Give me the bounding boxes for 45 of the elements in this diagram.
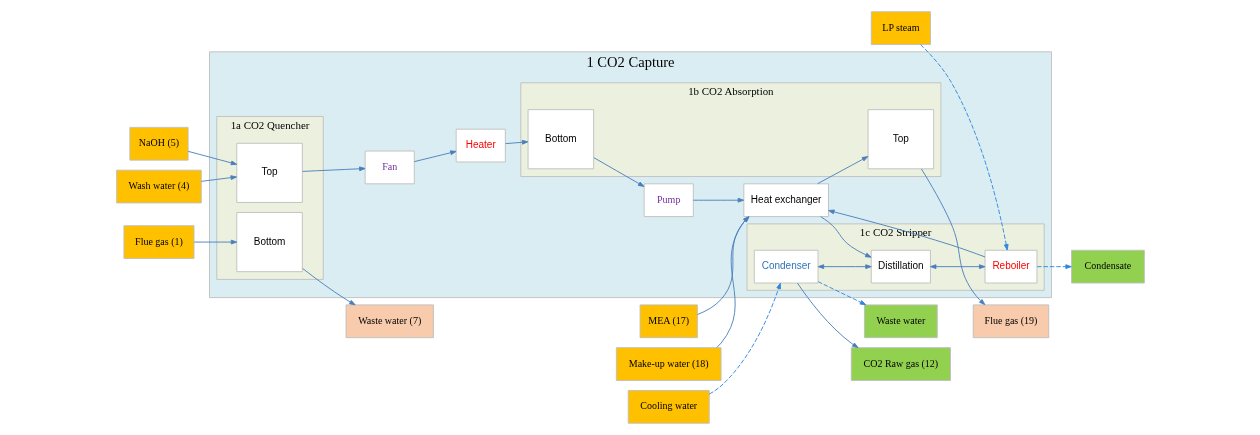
node-box: LP steam bbox=[870, 11, 931, 45]
arrow bbox=[301, 166, 365, 172]
arrow bbox=[716, 216, 749, 348]
arrow bbox=[816, 156, 868, 185]
node-box: Top bbox=[867, 109, 934, 170]
node-box: Heat exchanger bbox=[742, 183, 829, 218]
node-box: Bottom bbox=[527, 109, 594, 170]
arrow bbox=[817, 281, 866, 306]
arrow bbox=[819, 216, 871, 258]
node-box: MEA (17) bbox=[639, 304, 698, 339]
node-box: Cooling water bbox=[627, 390, 710, 424]
arrow bbox=[929, 264, 985, 270]
node-box: Wash water (4) bbox=[115, 169, 202, 204]
node-box: NaOH (5) bbox=[128, 126, 189, 161]
arrow bbox=[413, 150, 456, 163]
arrow bbox=[504, 139, 528, 145]
node-box: Reboiler bbox=[984, 249, 1037, 284]
node-box: CO2 Raw gas (12) bbox=[850, 347, 951, 381]
arrow bbox=[301, 268, 356, 306]
arrow bbox=[920, 168, 985, 306]
arrow bbox=[200, 175, 237, 182]
arrow bbox=[193, 239, 237, 245]
arrow bbox=[696, 216, 749, 315]
node-box: Bottom bbox=[235, 212, 303, 273]
node-box: Pump bbox=[643, 183, 694, 218]
node-box: Condensate bbox=[1070, 249, 1145, 284]
arrow bbox=[1036, 264, 1072, 270]
arrow bbox=[827, 209, 985, 258]
arrow bbox=[187, 150, 237, 166]
node-box: Waste water (7) bbox=[345, 304, 434, 339]
node-box: Flue gas (1) bbox=[122, 225, 194, 259]
arrow bbox=[592, 157, 644, 187]
node-box: Heater bbox=[455, 128, 506, 163]
node-box: Make-up water (18) bbox=[615, 347, 722, 381]
node-box: Distillation bbox=[870, 249, 931, 284]
node-box: Flue gas (19) bbox=[972, 304, 1049, 339]
arrow bbox=[817, 264, 872, 270]
arrow bbox=[708, 282, 781, 395]
node-box: Top bbox=[235, 142, 303, 203]
node-box: Waste water bbox=[863, 304, 938, 339]
arrow bbox=[919, 44, 1009, 251]
arrow bbox=[796, 282, 858, 349]
node-box: Condenser bbox=[753, 249, 818, 284]
arrow bbox=[692, 197, 744, 203]
node-box: Fan bbox=[364, 150, 415, 185]
